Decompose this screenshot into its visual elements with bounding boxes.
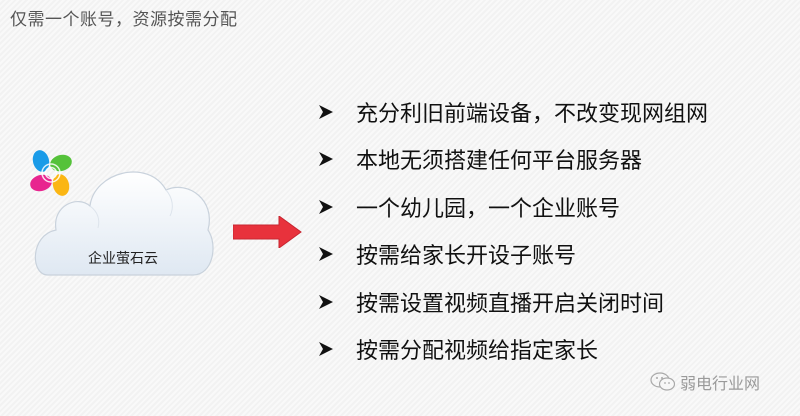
list-item-text: 充分利旧前端设备，不改变现网组网 [356,101,709,127]
list-item-text: 按需设置视频直播开启关闭时间 [356,291,665,317]
list-item: 本地无须搭建任何平台服务器 [318,136,708,184]
cloud-graphic: 企业萤石云 [28,150,218,280]
list-item: 按需设置视频直播开启关闭时间 [318,278,708,326]
list-item-text: 按需给家长开设子账号 [356,244,577,270]
arrowhead-bullet-icon [318,246,356,262]
cloud-label: 企业萤石云 [88,251,158,267]
slide-title: 仅需一个账号，资源按需分配 [10,10,238,30]
arrowhead-bullet-icon [318,104,356,120]
cloud-icon [34,171,214,276]
list-item-text: 本地无须搭建任何平台服务器 [356,149,643,175]
arrowhead-bullet-icon [318,341,356,357]
arrowhead-bullet-icon [318,151,356,167]
ezviz-logo-icon [30,150,72,196]
arrowhead-bullet-icon [318,294,356,310]
right-arrow-icon [233,216,302,248]
list-item: 按需分配视频给指定家长 [318,326,708,374]
arrowhead-bullet-icon [318,199,356,215]
list-item: 按需给家长开设子账号 [318,231,708,279]
wechat-icon [650,372,676,391]
list-item: 充分利旧前端设备，不改变现网组网 [318,88,708,136]
watermark: 弱电行业网 [650,370,760,394]
watermark-text: 弱电行业网 [680,374,761,393]
list-item-text: 按需分配视频给指定家长 [356,339,599,365]
feature-list: 充分利旧前端设备，不改变现网组网 本地无须搭建任何平台服务器 一个幼儿园，一个企… [318,88,708,373]
list-item-text: 一个幼儿园，一个企业账号 [356,196,621,222]
list-item: 一个幼儿园，一个企业账号 [318,183,708,231]
